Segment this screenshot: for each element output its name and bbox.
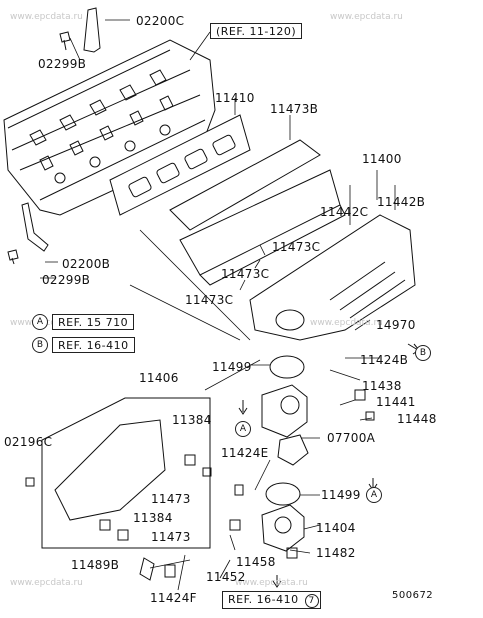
label-11442c[interactable]: 11442C [320, 205, 369, 219]
gasket-11410 [109, 114, 251, 216]
studs-drawing [139, 389, 375, 581]
gasket-ring-11499-top [269, 355, 305, 379]
label-11384-a[interactable]: 11384 [172, 413, 212, 427]
label-11473-a[interactable]: 11473 [151, 492, 191, 506]
watermark-6: www.epcdata.ru [235, 578, 308, 588]
fastener-02196c [25, 477, 35, 487]
label-11489b[interactable]: 11489B [71, 558, 120, 572]
label-11458[interactable]: 11458 [236, 555, 276, 569]
label-11473c-c[interactable]: 11473C [185, 293, 234, 307]
label-11473-b[interactable]: 11473 [151, 530, 191, 544]
ref-16-410-bottom-circle: 7 [304, 594, 319, 608]
heat-shield-drawing [169, 139, 346, 286]
nuts-drawing [99, 454, 212, 541]
bracket-02200b [21, 202, 49, 252]
label-11452[interactable]: 11452 [206, 570, 246, 584]
label-11442b[interactable]: 11442B [377, 195, 426, 209]
ref-11-120[interactable]: (REF. 11-120) [210, 23, 303, 39]
watermark-4: www.epcdata.ru [310, 318, 383, 328]
label-11406[interactable]: 11406 [139, 371, 179, 385]
label-11499-top[interactable]: 11499 [212, 360, 252, 374]
label-07700a[interactable]: 07700A [327, 431, 376, 445]
arrow-ref-bottom [272, 575, 282, 588]
label-11473c-a[interactable]: 11473C [272, 240, 321, 254]
bolt-02299b-top [59, 31, 71, 51]
label-02299b-bottom[interactable]: 02299B [42, 273, 91, 287]
label-11424f[interactable]: 11424F [150, 591, 197, 605]
label-11482[interactable]: 11482 [316, 546, 356, 560]
marker-a-ref: A [32, 314, 48, 330]
label-02299b-top[interactable]: 02299B [38, 57, 87, 71]
label-11404[interactable]: 11404 [316, 521, 356, 535]
label-11499-mid[interactable]: 11499 [321, 488, 361, 502]
label-02200c[interactable]: 02200C [136, 14, 185, 28]
marker-b-ref: B [32, 337, 48, 353]
label-11424e[interactable]: 11424E [221, 446, 269, 460]
watermark-5: www.epcdata.ru [10, 578, 83, 588]
leader-lines [40, 19, 396, 591]
label-11424b[interactable]: 11424B [360, 353, 409, 367]
ref-16-410-bottom[interactable]: REF. 16-410 7 [222, 591, 321, 609]
ref-16-410[interactable]: REF. 16-410 [52, 337, 135, 353]
label-11410[interactable]: 11410 [215, 91, 255, 105]
protector-frame [41, 397, 211, 549]
ref-15-710[interactable]: REF. 15 710 [52, 314, 135, 330]
watermark-2: www.epcdata.ru [330, 12, 403, 22]
egr-pipe-drawing [261, 504, 305, 552]
label-11448[interactable]: 11448 [397, 412, 437, 426]
label-14970[interactable]: 14970 [376, 318, 416, 332]
label-11473c-b[interactable]: 11473C [221, 267, 270, 281]
label-11400[interactable]: 11400 [362, 152, 402, 166]
marker-a-mid: A [366, 487, 382, 503]
gasket-ring-11499-mid [265, 482, 301, 506]
marker-a-top: A [235, 421, 251, 437]
marker-b-arrow: B [415, 345, 431, 361]
exhaust-manifold-drawing [249, 214, 416, 341]
label-11384-b[interactable]: 11384 [133, 511, 173, 525]
label-11438[interactable]: 11438 [362, 379, 402, 393]
label-02196c[interactable]: 02196C [4, 435, 53, 449]
arrow-a-top [238, 400, 248, 415]
label-11473b[interactable]: 11473B [270, 102, 319, 116]
watermark-1: www.epcdata.ru [10, 12, 83, 22]
label-11441[interactable]: 11441 [376, 395, 416, 409]
bolt-02299b-bottom [7, 249, 19, 265]
diagram-code: 500672 [392, 590, 434, 601]
heat-protector-11406 [54, 419, 166, 521]
bracket-02200c [83, 7, 101, 53]
label-02200b[interactable]: 02200B [62, 257, 111, 271]
ref-16-410-bottom-text: REF. 16-410 [228, 593, 299, 606]
egr-valve-drawing [261, 384, 309, 466]
cylinder-head-drawing [3, 39, 216, 216]
